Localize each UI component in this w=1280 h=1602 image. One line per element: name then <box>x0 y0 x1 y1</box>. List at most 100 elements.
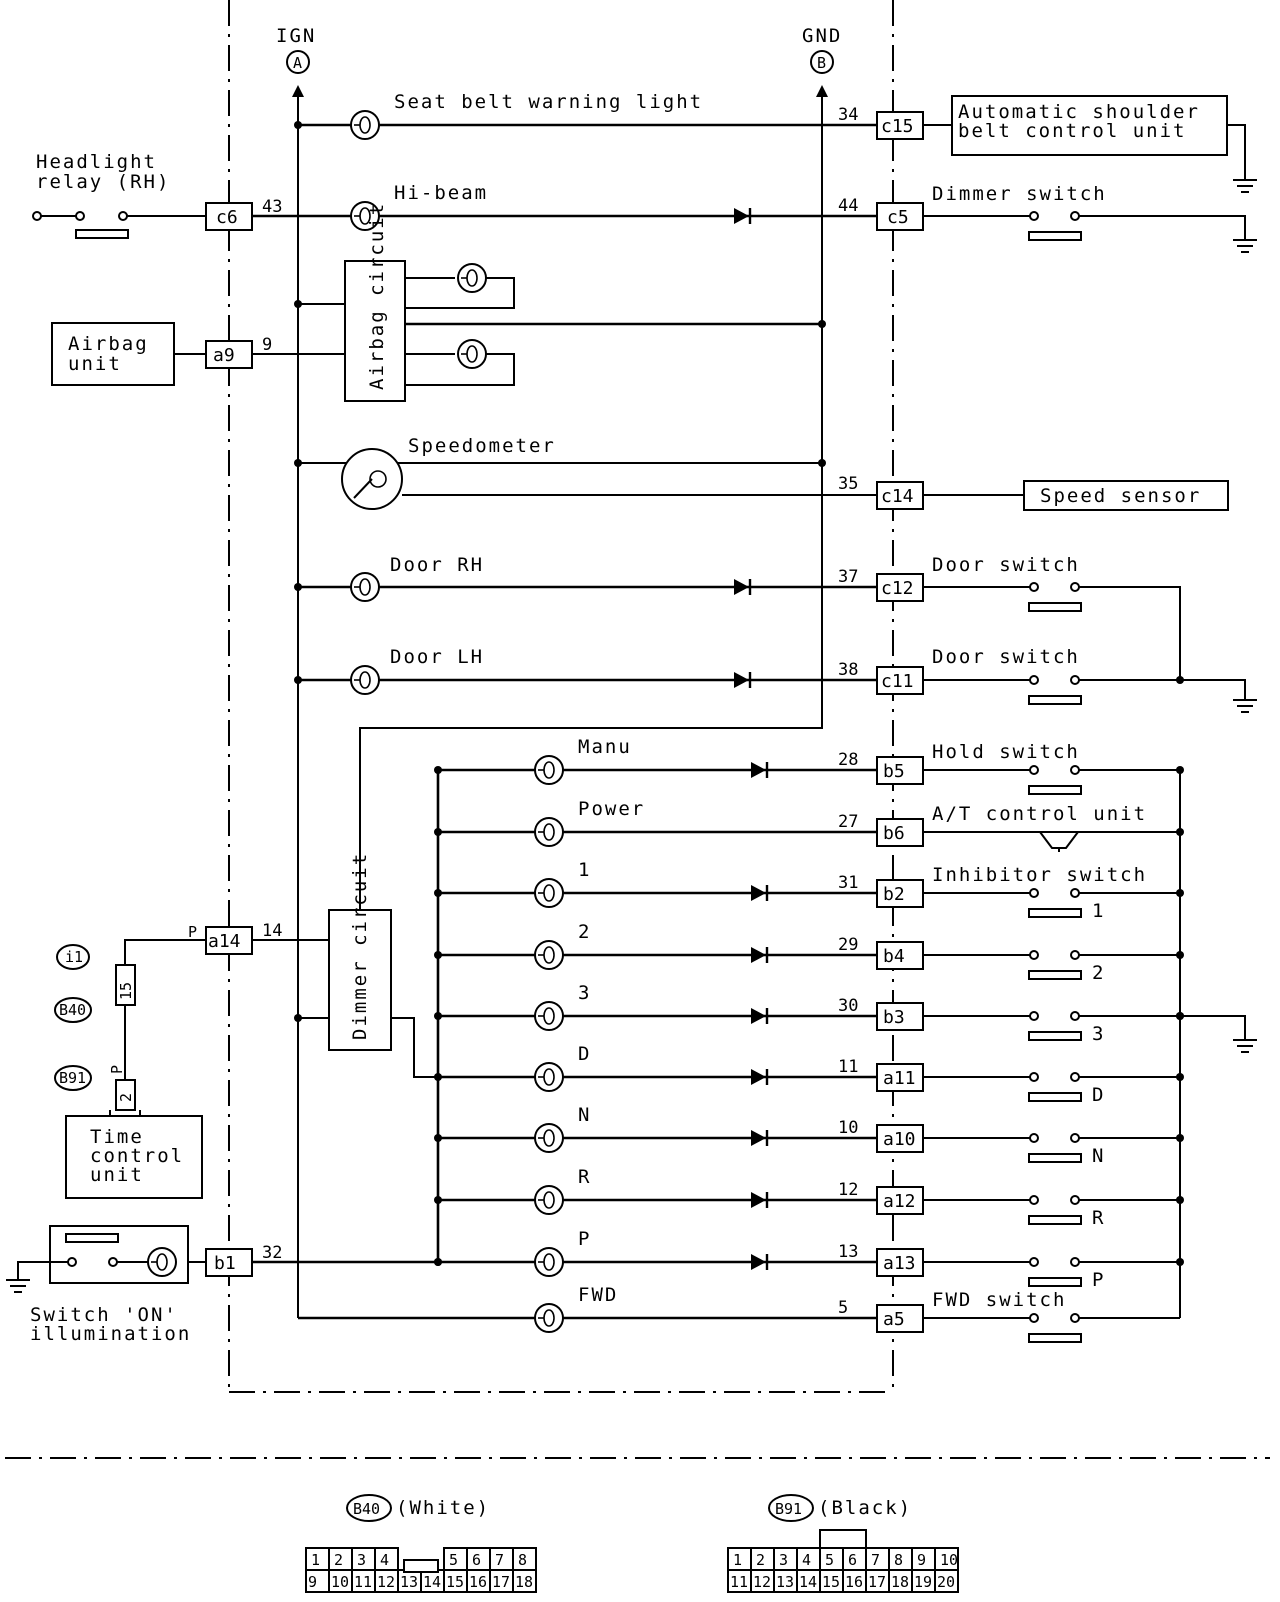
indicator-label: Speedometer <box>408 435 556 457</box>
inhibitor-position-label: N <box>1092 1145 1105 1167</box>
junction-dot <box>1176 1196 1184 1204</box>
pin-number: 14 <box>262 921 282 941</box>
pin-number: 10 <box>838 1118 858 1138</box>
speed-sensor-label: Speed sensor <box>1040 485 1201 507</box>
pin15-label: 15 <box>117 982 135 1000</box>
inhibitor-position-label: R <box>1092 1207 1105 1229</box>
switch-contact-icon <box>1070 1072 1080 1082</box>
connector-pin-number: 6 <box>472 1551 481 1569</box>
connector-label: c14 <box>881 486 914 507</box>
connector-pin-number: 6 <box>848 1551 857 1569</box>
at-control-label: A/T control unit <box>932 803 1147 825</box>
transistor-icon <box>1039 831 1079 849</box>
connector-pin-number: 4 <box>802 1551 811 1569</box>
connector-pin-number: 8 <box>894 1551 903 1569</box>
junction-dot <box>434 828 442 836</box>
switch-contact-icon <box>1070 950 1080 960</box>
connector-pin-number: 10 <box>940 1551 958 1569</box>
connector-pin-cell <box>512 1547 537 1571</box>
connector-label: c15 <box>881 116 914 137</box>
connector-pin-number: 13 <box>776 1573 794 1591</box>
headlight-relay-line1: Headlight <box>36 151 157 173</box>
inhibitor-position-label: P <box>1092 1269 1105 1291</box>
pin-number: 13 <box>838 1242 858 1262</box>
junction-dot <box>434 1073 442 1081</box>
connector-pin-number: 15 <box>822 1573 840 1591</box>
switch-contact-icon <box>1029 1195 1039 1205</box>
airbag-circuit-label: Airbag circuit <box>366 202 388 390</box>
indicator-label: Door LH <box>390 646 484 668</box>
door-switch-label: Door switch <box>932 646 1080 668</box>
connector-a5 <box>876 1304 924 1333</box>
gnd-arrow-icon <box>816 85 828 97</box>
junction-dot <box>434 1258 442 1266</box>
shoulder-belt-control-unit <box>951 95 1228 156</box>
pin-number: 27 <box>838 812 858 832</box>
switch-contact-icon <box>1070 1195 1080 1205</box>
junction-dot <box>434 951 442 959</box>
door-rh-lamp-icon <box>350 572 380 602</box>
indicator-label: Power <box>578 798 645 820</box>
connector-label: a12 <box>883 1191 916 1212</box>
i1-tag: i1 <box>65 948 83 966</box>
connector-label: b2 <box>883 884 905 905</box>
connector-pin-number: 15 <box>446 1573 464 1591</box>
connector-b2 <box>876 879 924 908</box>
connector-id-badge-icon <box>768 1494 814 1522</box>
connector-pin-number: 20 <box>937 1573 955 1591</box>
connector-pin-number: 1 <box>733 1551 742 1569</box>
connector-pin-number: 17 <box>868 1573 886 1591</box>
junction-dot <box>434 766 442 774</box>
switch-contact-icon <box>1070 1011 1080 1021</box>
indicator-label: R <box>578 1166 591 1188</box>
connector-pin-number: 7 <box>871 1551 880 1569</box>
time-control-unit <box>65 1115 203 1199</box>
connector-label: b4 <box>883 946 905 967</box>
connector-label: a13 <box>883 1253 916 1274</box>
connector-pin-number: 16 <box>469 1573 487 1591</box>
connector-label: c11 <box>881 671 914 692</box>
switch-plunger-icon <box>65 1233 119 1243</box>
b91-tag: B91 <box>59 1069 86 1087</box>
airbag-unit <box>51 322 175 386</box>
pin2-box <box>115 1079 136 1111</box>
connector-lock-tab <box>403 1559 439 1573</box>
inhibitor-position-label: 3 <box>1092 1023 1105 1045</box>
pin-number: 31 <box>838 873 858 893</box>
indicator-lamp-icon <box>534 1185 564 1215</box>
connector-label: b5 <box>883 761 905 782</box>
airbag-lamp-icon <box>457 339 487 369</box>
switch-contact-icon <box>1070 1313 1080 1323</box>
connector-pin-number: 7 <box>495 1551 504 1569</box>
switch-contact-icon <box>1029 1072 1039 1082</box>
wire-color-label: P <box>188 923 197 941</box>
connector-pin-number: 19 <box>914 1573 932 1591</box>
connector-pin-number: 2 <box>756 1551 765 1569</box>
diode-icon <box>749 1252 769 1272</box>
junction-dot <box>1176 828 1184 836</box>
switch-contact-icon <box>1029 950 1039 960</box>
b91-tag-icon <box>54 1065 92 1091</box>
connector-label: b3 <box>883 1007 905 1028</box>
hold-switch-label: Hold switch <box>932 741 1080 763</box>
connector-pin-number: 12 <box>753 1573 771 1591</box>
gnd-letter: B <box>817 54 826 72</box>
inhibitor-position-label: 1 <box>1092 900 1105 922</box>
airbag-circuit <box>344 260 406 402</box>
indicator-lamp-icon <box>534 878 564 908</box>
indicator-label: Seat belt warning light <box>394 91 703 113</box>
ign-label: IGN <box>276 25 316 47</box>
indicator-lamp-icon <box>534 1001 564 1031</box>
connector-label: b6 <box>883 823 905 844</box>
switch-plunger-icon <box>1028 970 1082 980</box>
connector-pin-number: 2 <box>334 1551 343 1569</box>
diode-icon <box>749 945 769 965</box>
diode-icon <box>732 670 752 690</box>
inhibitor-ground-wire <box>1180 1015 1246 1040</box>
connector-pin-number: 3 <box>779 1551 788 1569</box>
connector-label: a14 <box>208 931 241 952</box>
indicator-lamp-icon <box>534 755 564 785</box>
connector-pin-number: 5 <box>449 1551 458 1569</box>
indicator-label: 1 <box>578 859 591 881</box>
